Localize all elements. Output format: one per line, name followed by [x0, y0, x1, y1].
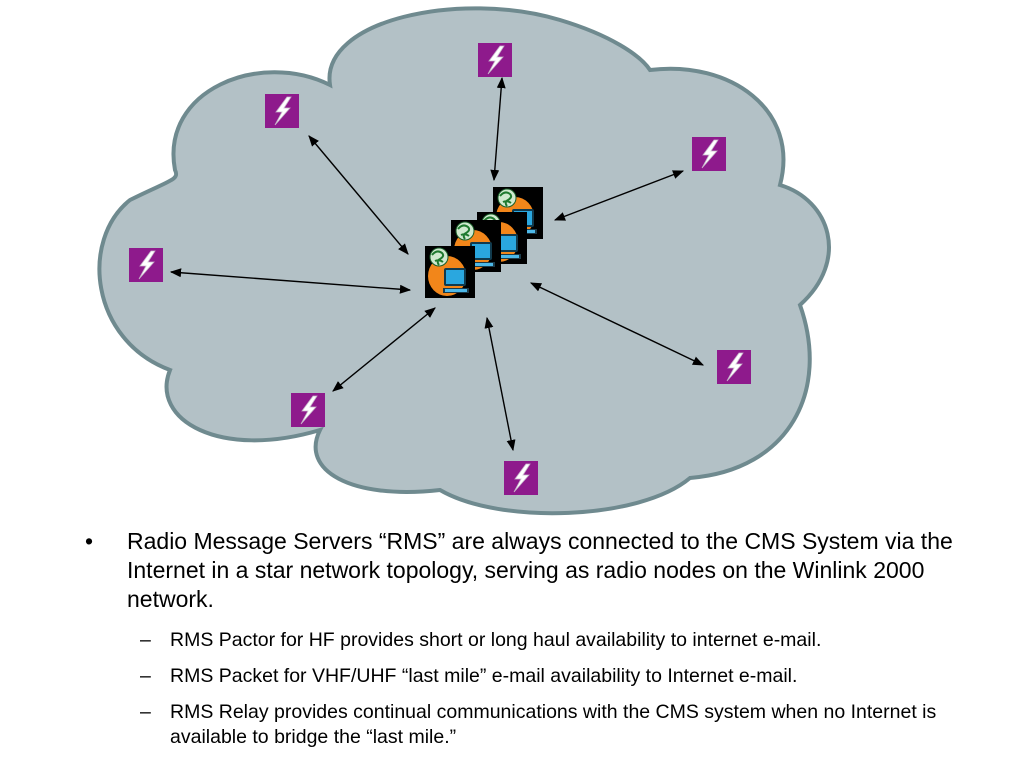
lightning-bolt-icon	[291, 393, 325, 427]
lightning-bolt-icon	[504, 461, 538, 495]
bullet-main: • Radio Message Servers “RMS” are always…	[85, 527, 985, 614]
arrow-left	[169, 268, 412, 294]
lightning-bolt-icon	[478, 43, 512, 77]
arrow-upper-left	[308, 135, 409, 255]
sub-bullet-marker: –	[140, 665, 151, 687]
globe-computer-icon	[425, 246, 475, 298]
bullet-marker: •	[85, 528, 94, 554]
sub-bullet-text: RMS Relay provides continual communicati…	[170, 701, 937, 748]
arrow-bottom	[484, 316, 516, 452]
bullet-list: • Radio Message Servers “RMS” are always…	[85, 527, 985, 750]
sub-bullet-marker: –	[140, 701, 151, 723]
sub-bullet-pactor: – RMS Pactor for HF provides short or lo…	[140, 628, 985, 653]
sub-bullet-text: RMS Packet for VHF/UHF “last mile” e-mai…	[170, 665, 798, 687]
arrow-upper-right	[553, 170, 685, 221]
sub-bullet-relay: – RMS Relay provides continual communica…	[140, 700, 985, 750]
lightning-bolt-icon	[692, 137, 726, 171]
arrow-lower-left	[332, 307, 436, 392]
sub-bullet-marker: –	[140, 629, 151, 651]
lightning-bolt-icon	[265, 94, 299, 128]
bullet-main-text: Radio Message Servers “RMS” are always c…	[127, 528, 953, 612]
lightning-bolt-icon	[129, 248, 163, 282]
arrow-right	[529, 282, 705, 366]
network-diagram	[97, 6, 831, 516]
sub-bullet-packet: – RMS Packet for VHF/UHF “last mile” e-m…	[140, 664, 985, 689]
arrow-top	[490, 76, 506, 182]
lightning-bolt-icon	[717, 350, 751, 384]
sub-bullet-text: RMS Pactor for HF provides short or long…	[170, 629, 822, 651]
connection-arrows	[169, 76, 705, 452]
